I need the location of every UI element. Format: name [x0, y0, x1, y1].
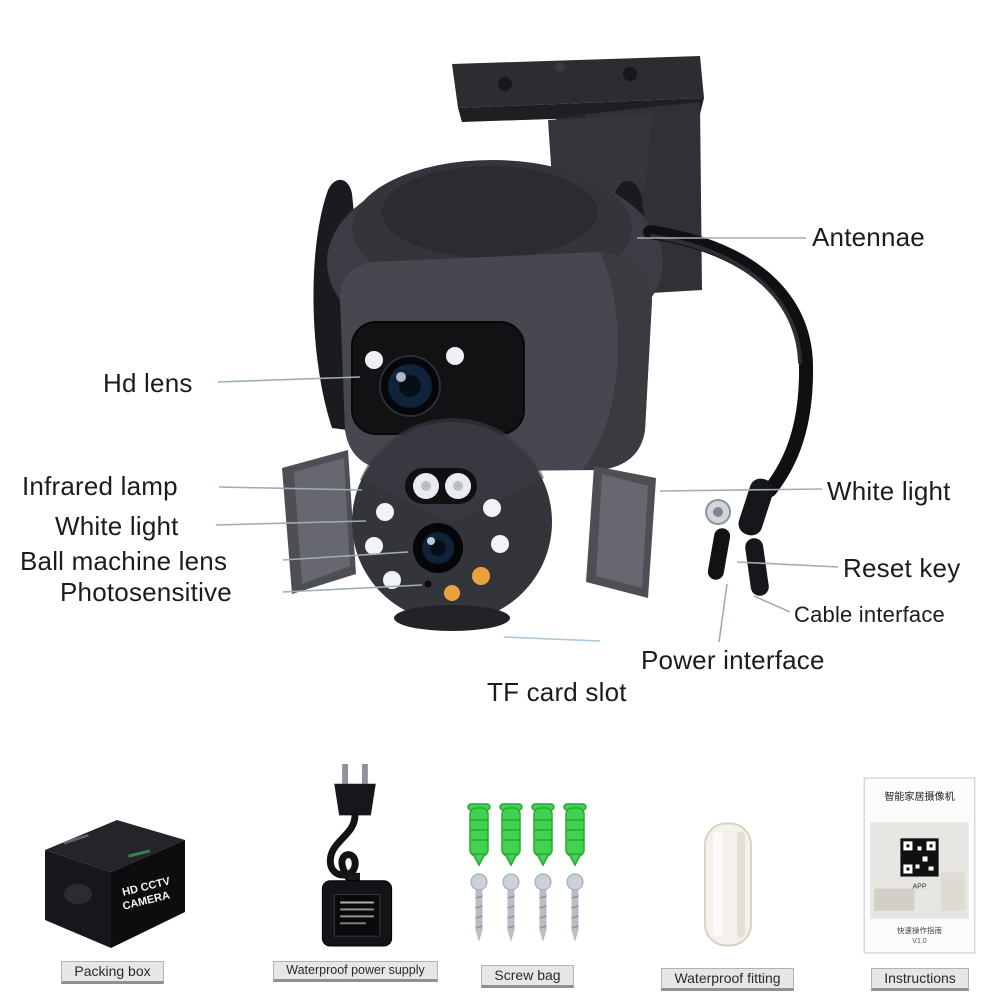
cable-interface-plug: [738, 478, 774, 536]
white-light-led: [446, 347, 464, 365]
photosensitive-sensor: [424, 580, 432, 588]
instructions-app-line: APP: [912, 884, 926, 891]
callout-white-light-left: White light: [55, 511, 179, 541]
hd-lens-window: [351, 321, 525, 435]
callout-reset-key: Reset key: [843, 553, 961, 583]
callout-tf-card-slot: TF card slot: [487, 677, 627, 707]
accessory-screw-bag: Screw bag: [450, 802, 605, 988]
callout-white-light-right: White light: [827, 476, 951, 506]
cable: [643, 225, 814, 497]
white-light-panel-right: [586, 466, 656, 598]
wall-anchors: [466, 803, 587, 867]
screw-bag-label: Screw bag: [481, 965, 574, 988]
callout-photosensitive: Photosensitive: [60, 577, 232, 607]
ball-machine-lens: [413, 523, 463, 573]
accessory-instructions: 智能家居摄像机 APP 快速操作指南 V1.0 Ins: [855, 776, 985, 991]
callout-hd-lens: Hd lens: [103, 368, 193, 398]
infrared-lamp: [405, 468, 477, 504]
white-light-led: [365, 351, 383, 369]
power-supply-image: [321, 763, 392, 947]
instructions-guide-line: 快速操作指南: [897, 925, 943, 935]
instructions-version: V1.0: [912, 938, 927, 945]
instructions-title: 智能家居摄像机: [884, 790, 954, 803]
callout-antennae: Antennae: [812, 222, 925, 252]
callout-cable-interface: Cable interface: [794, 602, 945, 627]
waterproof-fitting-label: Waterproof fitting: [661, 968, 794, 991]
screws: [470, 873, 583, 942]
amber-leds: [444, 567, 490, 601]
packing-box-image: HD CCTV CAMERA: [44, 820, 185, 948]
qr-code: [900, 838, 939, 877]
waterproof-fitting-image: [703, 822, 752, 947]
white-light-leds: [365, 499, 509, 589]
instructions-label: Instructions: [871, 968, 969, 991]
power-supply-label: Waterproof power supply: [273, 961, 438, 982]
callout-ball-machine-lens: Ball machine lens: [20, 546, 228, 576]
leader-lines: [215, 237, 839, 643]
power-interface-plug: [707, 528, 731, 580]
screw-bag-image: [466, 803, 587, 942]
accessory-waterproof-fitting: Waterproof fitting: [655, 812, 800, 991]
camera-illustration: [215, 56, 839, 643]
callout-power-interface: Power interface: [641, 645, 825, 675]
callout-infrared-lamp: Infrared lamp: [22, 471, 178, 501]
ball-machine: [352, 418, 552, 631]
accessory-packing-box: HD CCTV CAMERA Packing box: [30, 808, 195, 984]
instructions-image: 智能家居摄像机 APP 快速操作指南 V1.0: [863, 777, 976, 954]
cable-interface-plug-2: [745, 538, 769, 596]
packing-box-label: Packing box: [61, 961, 164, 984]
accessory-power-supply: Waterproof power supply: [268, 762, 443, 982]
cable-connectors: [705, 478, 774, 596]
